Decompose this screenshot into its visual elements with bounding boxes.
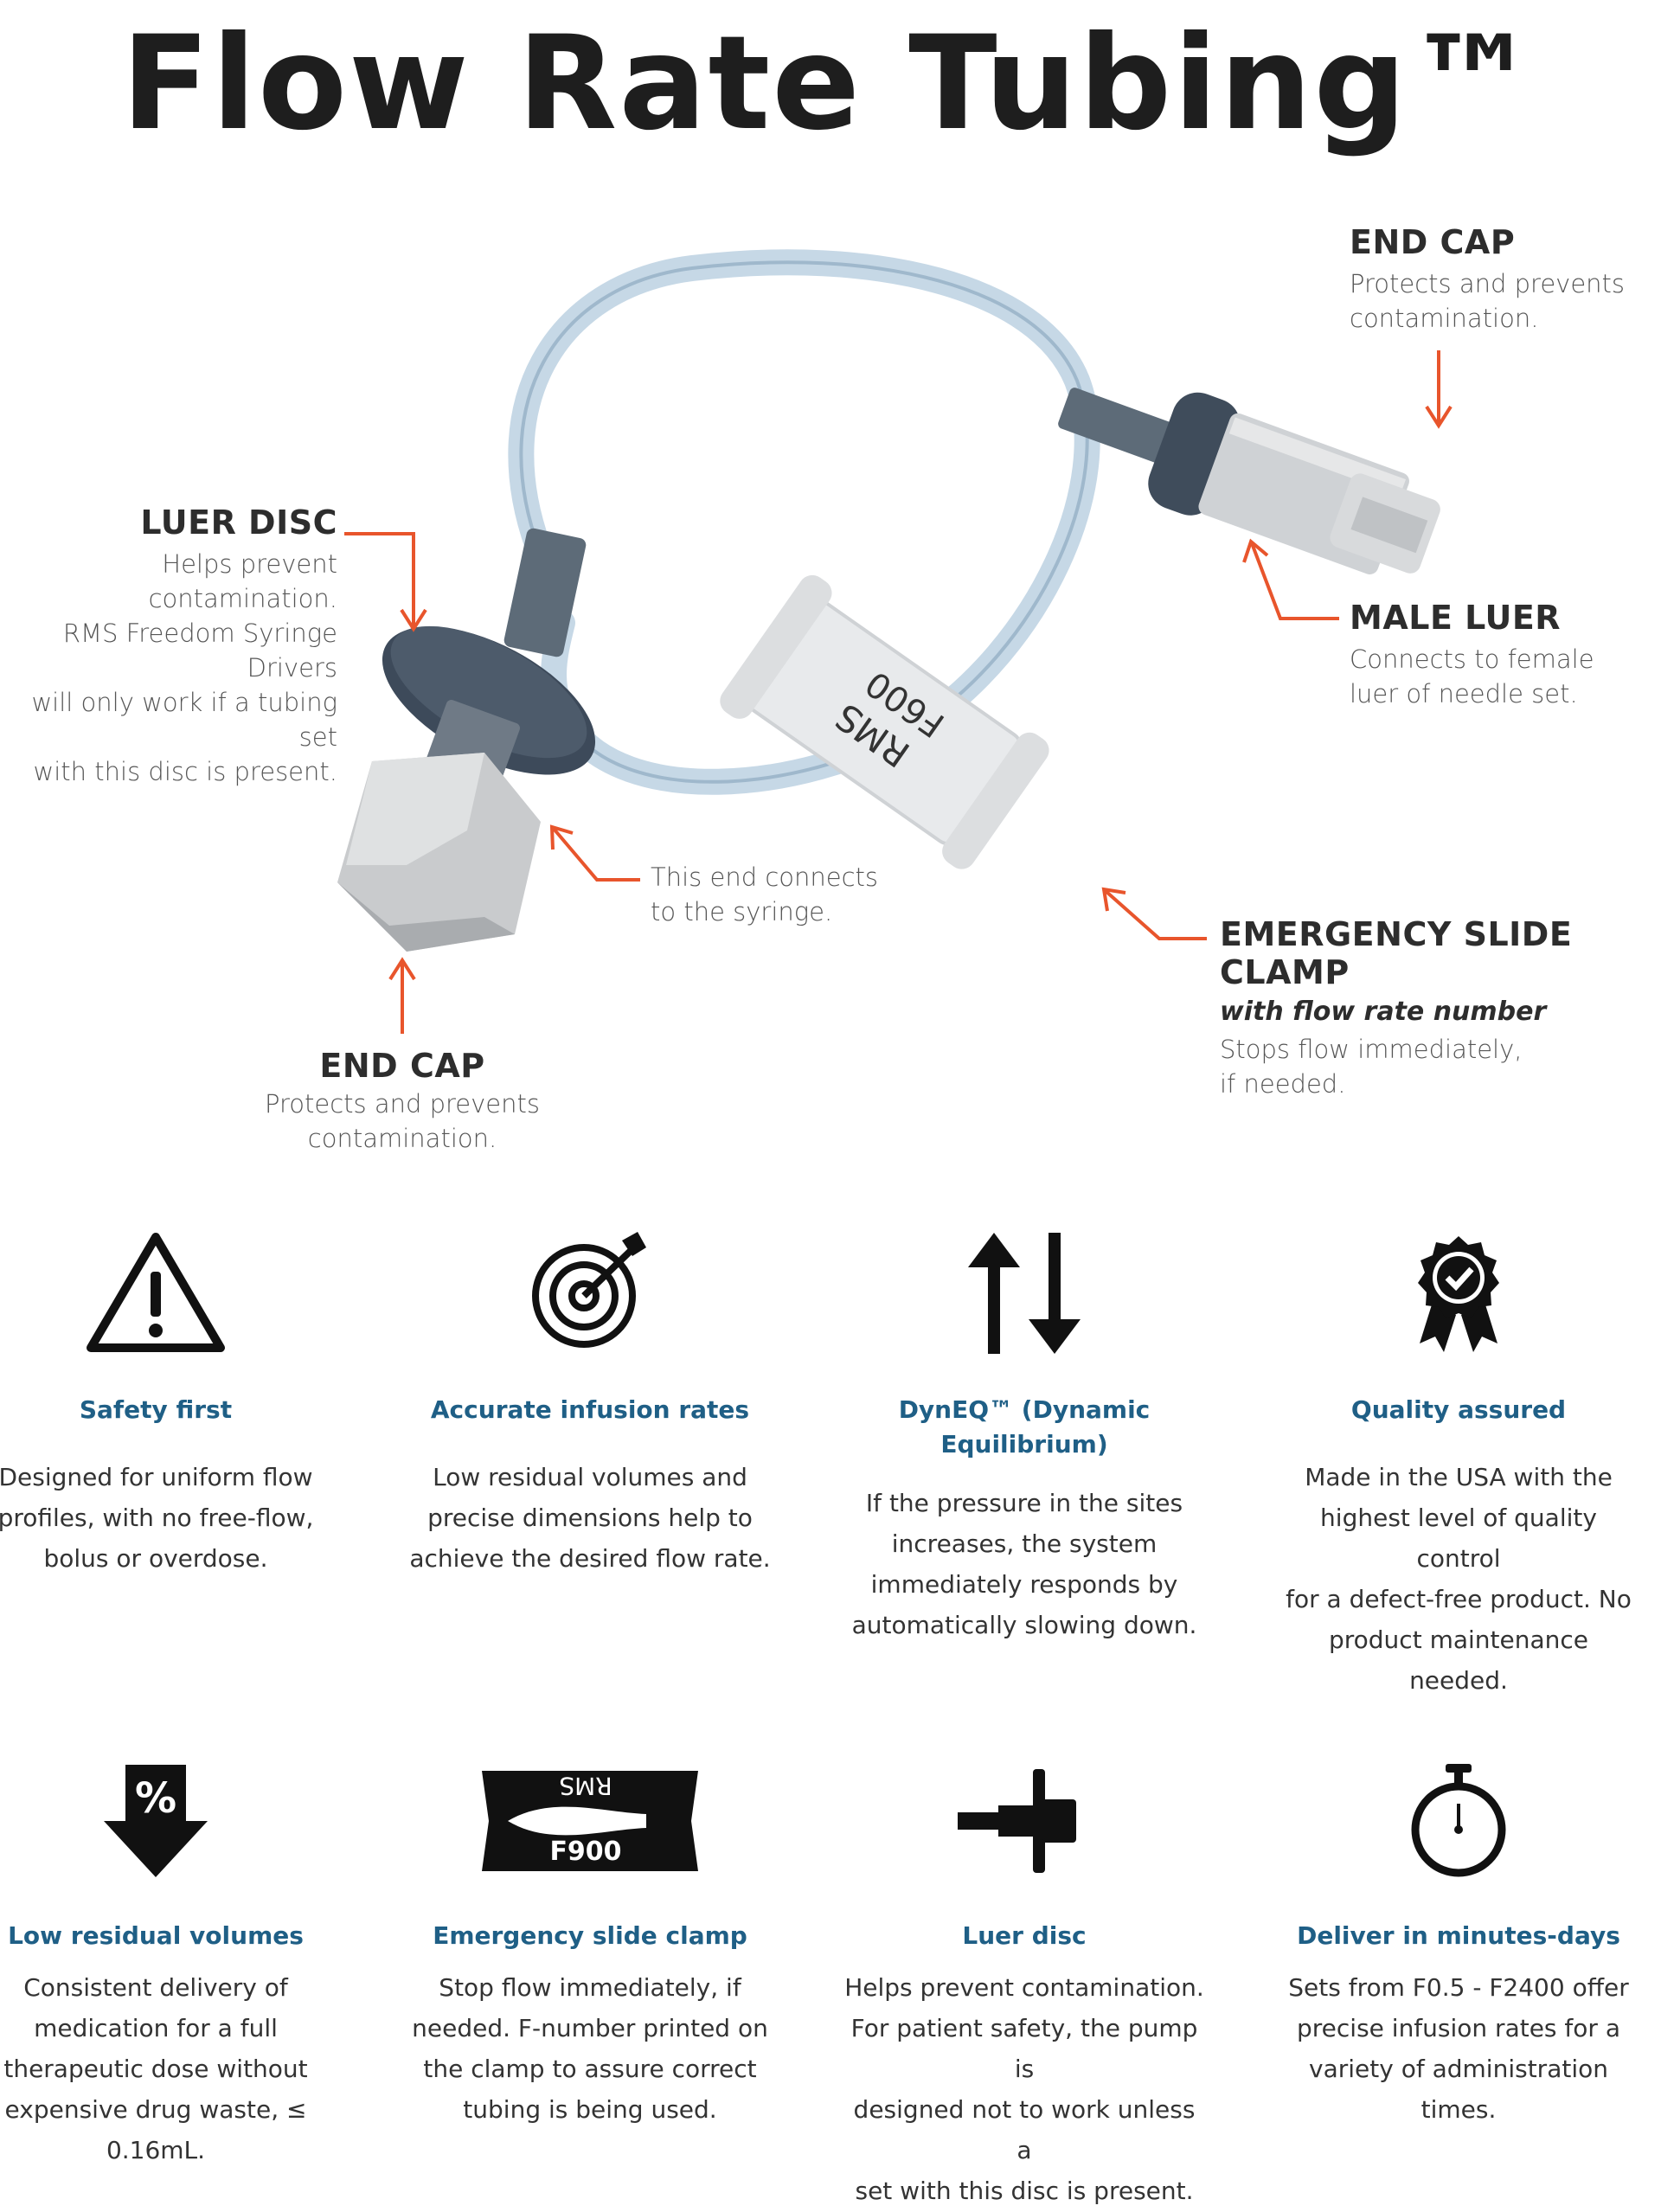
percent-down-arrow-icon: %: [0, 1756, 337, 1886]
slide-clamp-icon: RMS F900: [408, 1756, 772, 1886]
callout-sub: with flow rate number: [1220, 997, 1547, 1027]
quality-badge-icon: [1277, 1228, 1640, 1358]
svg-text:%: %: [135, 1774, 176, 1823]
feature-title: DynEQ™ (Dynamic Equilibrium): [898, 1395, 1151, 1459]
callout-head: END CAP: [1350, 223, 1516, 261]
feature-residual: % Low residual volumes Consistent delive…: [0, 1756, 337, 2170]
feature-quality: Quality assured Made in the USA with the…: [1277, 1228, 1640, 1701]
up-down-arrows-icon: [843, 1228, 1206, 1358]
stopwatch-icon: [1277, 1756, 1640, 1886]
callout-luer-disc: LUER DISC Helps prevent contamination. R…: [0, 503, 337, 789]
feature-title: Luer disc: [962, 1921, 1087, 1950]
callout-desc: Protects and prevents contamination.: [1350, 269, 1626, 333]
slide-clamp-illustration: RMS F600: [720, 574, 1049, 869]
feature-desc: Low residual volumes and precise dimensi…: [409, 1463, 771, 1573]
feature-luer-disc: Luer disc Helps prevent contamination. F…: [843, 1756, 1206, 2211]
feature-title: Safety first: [79, 1395, 233, 1424]
callout-slide-clamp: EMERGENCY SLIDE CLAMP with flow rate num…: [1220, 915, 1661, 1101]
feature-title: Emergency slide clamp: [433, 1921, 747, 1950]
icon-brand-label: RMS: [559, 1772, 612, 1800]
callout-desc: Stops flow immediately, if needed.: [1220, 1035, 1523, 1099]
callout-desc: Helps prevent contamination. RMS Freedom…: [31, 549, 337, 786]
feature-desc: Designed for uniform flow profiles, with…: [0, 1463, 314, 1573]
callout-male-luer: MALE LUER Connects to female luer of nee…: [1350, 599, 1594, 711]
feature-desc: Sets from F0.5 - F2400 offer precise inf…: [1288, 1973, 1629, 2124]
feature-title: Accurate infusion rates: [430, 1395, 750, 1424]
page-title: Flow Rate Tubing™: [121, 9, 1540, 159]
feature-desc: Helps prevent contamination. For patient…: [844, 1973, 1204, 2205]
warning-icon: [0, 1228, 337, 1358]
callout-head: END CAP: [319, 1047, 485, 1085]
callout-head: MALE LUER: [1350, 599, 1562, 637]
callout-desc: This end connects to the syringe.: [651, 862, 879, 926]
feature-accuracy: Accurate infusion rates Low residual vol…: [408, 1228, 772, 1579]
male-luer-illustration: [1058, 388, 1440, 574]
luer-disc-icon: [843, 1756, 1206, 1886]
feature-title: Quality assured: [1350, 1395, 1567, 1424]
callout-desc: Connects to female luer of needle set.: [1350, 644, 1594, 708]
feature-desc: Made in the USA with the highest level o…: [1286, 1463, 1632, 1695]
feature-delivery: Deliver in minutes-days Sets from F0.5 -…: [1277, 1756, 1640, 2130]
callout-syringe-end: This end connects to the syringe.: [651, 860, 878, 929]
feature-desc: Consistent delivery of medication for a …: [3, 1973, 308, 2164]
luer-disc-illustration: [337, 528, 596, 952]
callout-head: EMERGENCY SLIDE CLAMP: [1220, 915, 1573, 991]
feature-safety: Safety first Designed for uniform flow p…: [0, 1228, 337, 1579]
callout-desc: Protects and prevents contamination.: [264, 1089, 541, 1153]
feature-title: Deliver in minutes-days: [1297, 1921, 1620, 1950]
callout-end-cap-top: END CAP Protects and prevents contaminat…: [1350, 223, 1625, 336]
target-icon: [408, 1228, 772, 1358]
feature-slide-clamp: RMS F900 Emergency slide clamp Stop flow…: [408, 1756, 772, 2130]
callout-end-cap-bottom: END CAP Protects and prevents contaminat…: [260, 1047, 545, 1156]
icon-rate-label: F900: [549, 1837, 621, 1867]
callout-head: LUER DISC: [140, 503, 337, 542]
callout-arrows: [344, 350, 1453, 1034]
feature-title: Low residual volumes: [8, 1921, 304, 1950]
tubing-diagram: RMS F600: [337, 249, 1453, 1034]
feature-desc: If the pressure in the sites increases, …: [851, 1489, 1197, 1639]
feature-desc: Stop flow immediately, if needed. F-numb…: [412, 1973, 768, 2124]
feature-dyneq: DynEQ™ (Dynamic Equilibrium) If the pres…: [843, 1228, 1206, 1645]
